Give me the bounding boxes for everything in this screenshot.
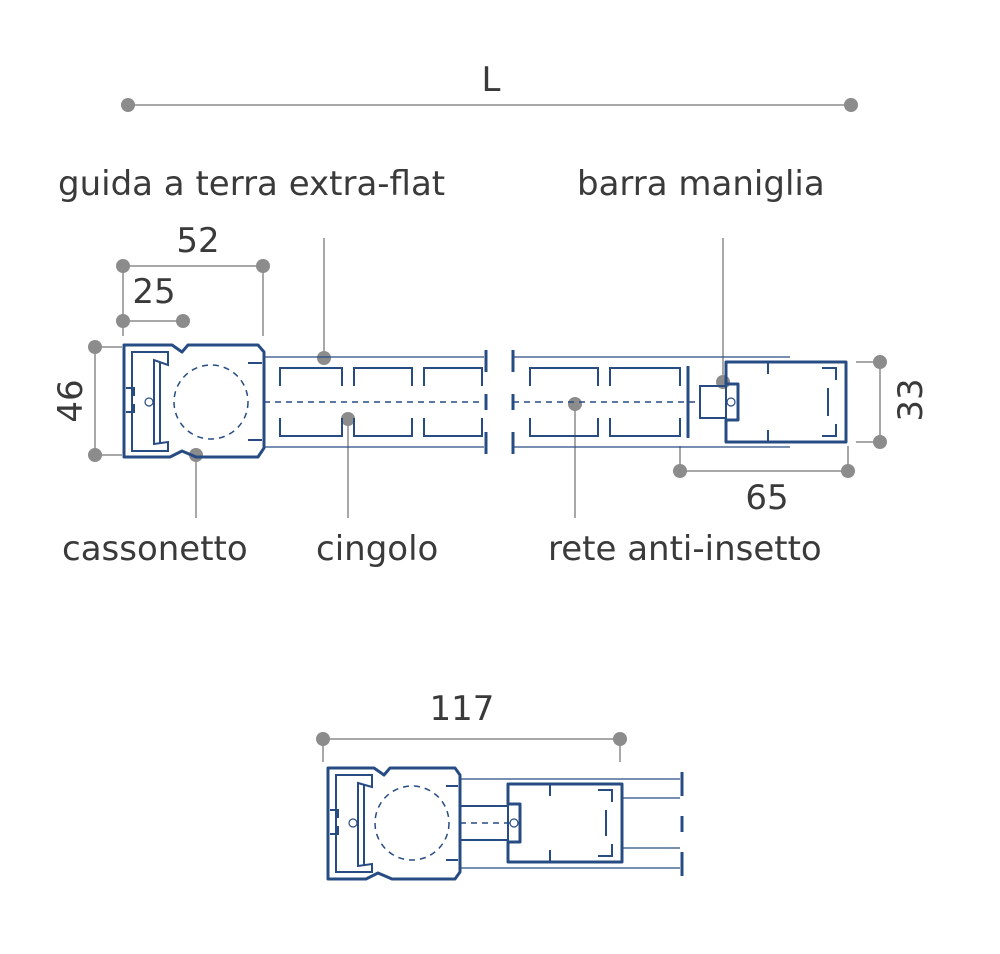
profile-closed bbox=[326, 766, 684, 881]
dimension-52: 52 bbox=[116, 221, 270, 336]
profile-open bbox=[122, 343, 848, 459]
label-guida-a-terra: guida a terra extra-flat bbox=[58, 164, 445, 204]
dimension-65-label: 65 bbox=[745, 478, 788, 518]
label-rete-anti-insetto: rete anti-insetto bbox=[548, 529, 822, 569]
label-cingolo: cingolo bbox=[316, 529, 438, 569]
dimension-117: 117 bbox=[316, 689, 627, 762]
barra-maniglia-profile bbox=[686, 360, 848, 444]
dimension-117-label: 117 bbox=[430, 689, 495, 729]
dimension-25: 25 bbox=[116, 272, 190, 328]
dimension-46-label: 46 bbox=[51, 379, 91, 422]
leader-lines bbox=[189, 238, 730, 518]
cassonetto-profile bbox=[122, 343, 266, 459]
dimension-52-label: 52 bbox=[176, 221, 219, 261]
label-cassonetto: cassonetto bbox=[62, 529, 248, 569]
dimension-33-label: 33 bbox=[891, 378, 931, 421]
dimension-L-label: L bbox=[482, 60, 501, 100]
dimension-65: 65 bbox=[673, 446, 855, 518]
guida-right bbox=[511, 350, 790, 454]
dimension-25-label: 25 bbox=[132, 272, 175, 312]
dimension-46: 46 bbox=[51, 340, 122, 462]
dimension-33: 33 bbox=[856, 355, 931, 449]
dimension-L: L bbox=[121, 60, 858, 112]
label-barra-maniglia: barra maniglia bbox=[577, 164, 825, 204]
guida-left bbox=[264, 350, 488, 454]
